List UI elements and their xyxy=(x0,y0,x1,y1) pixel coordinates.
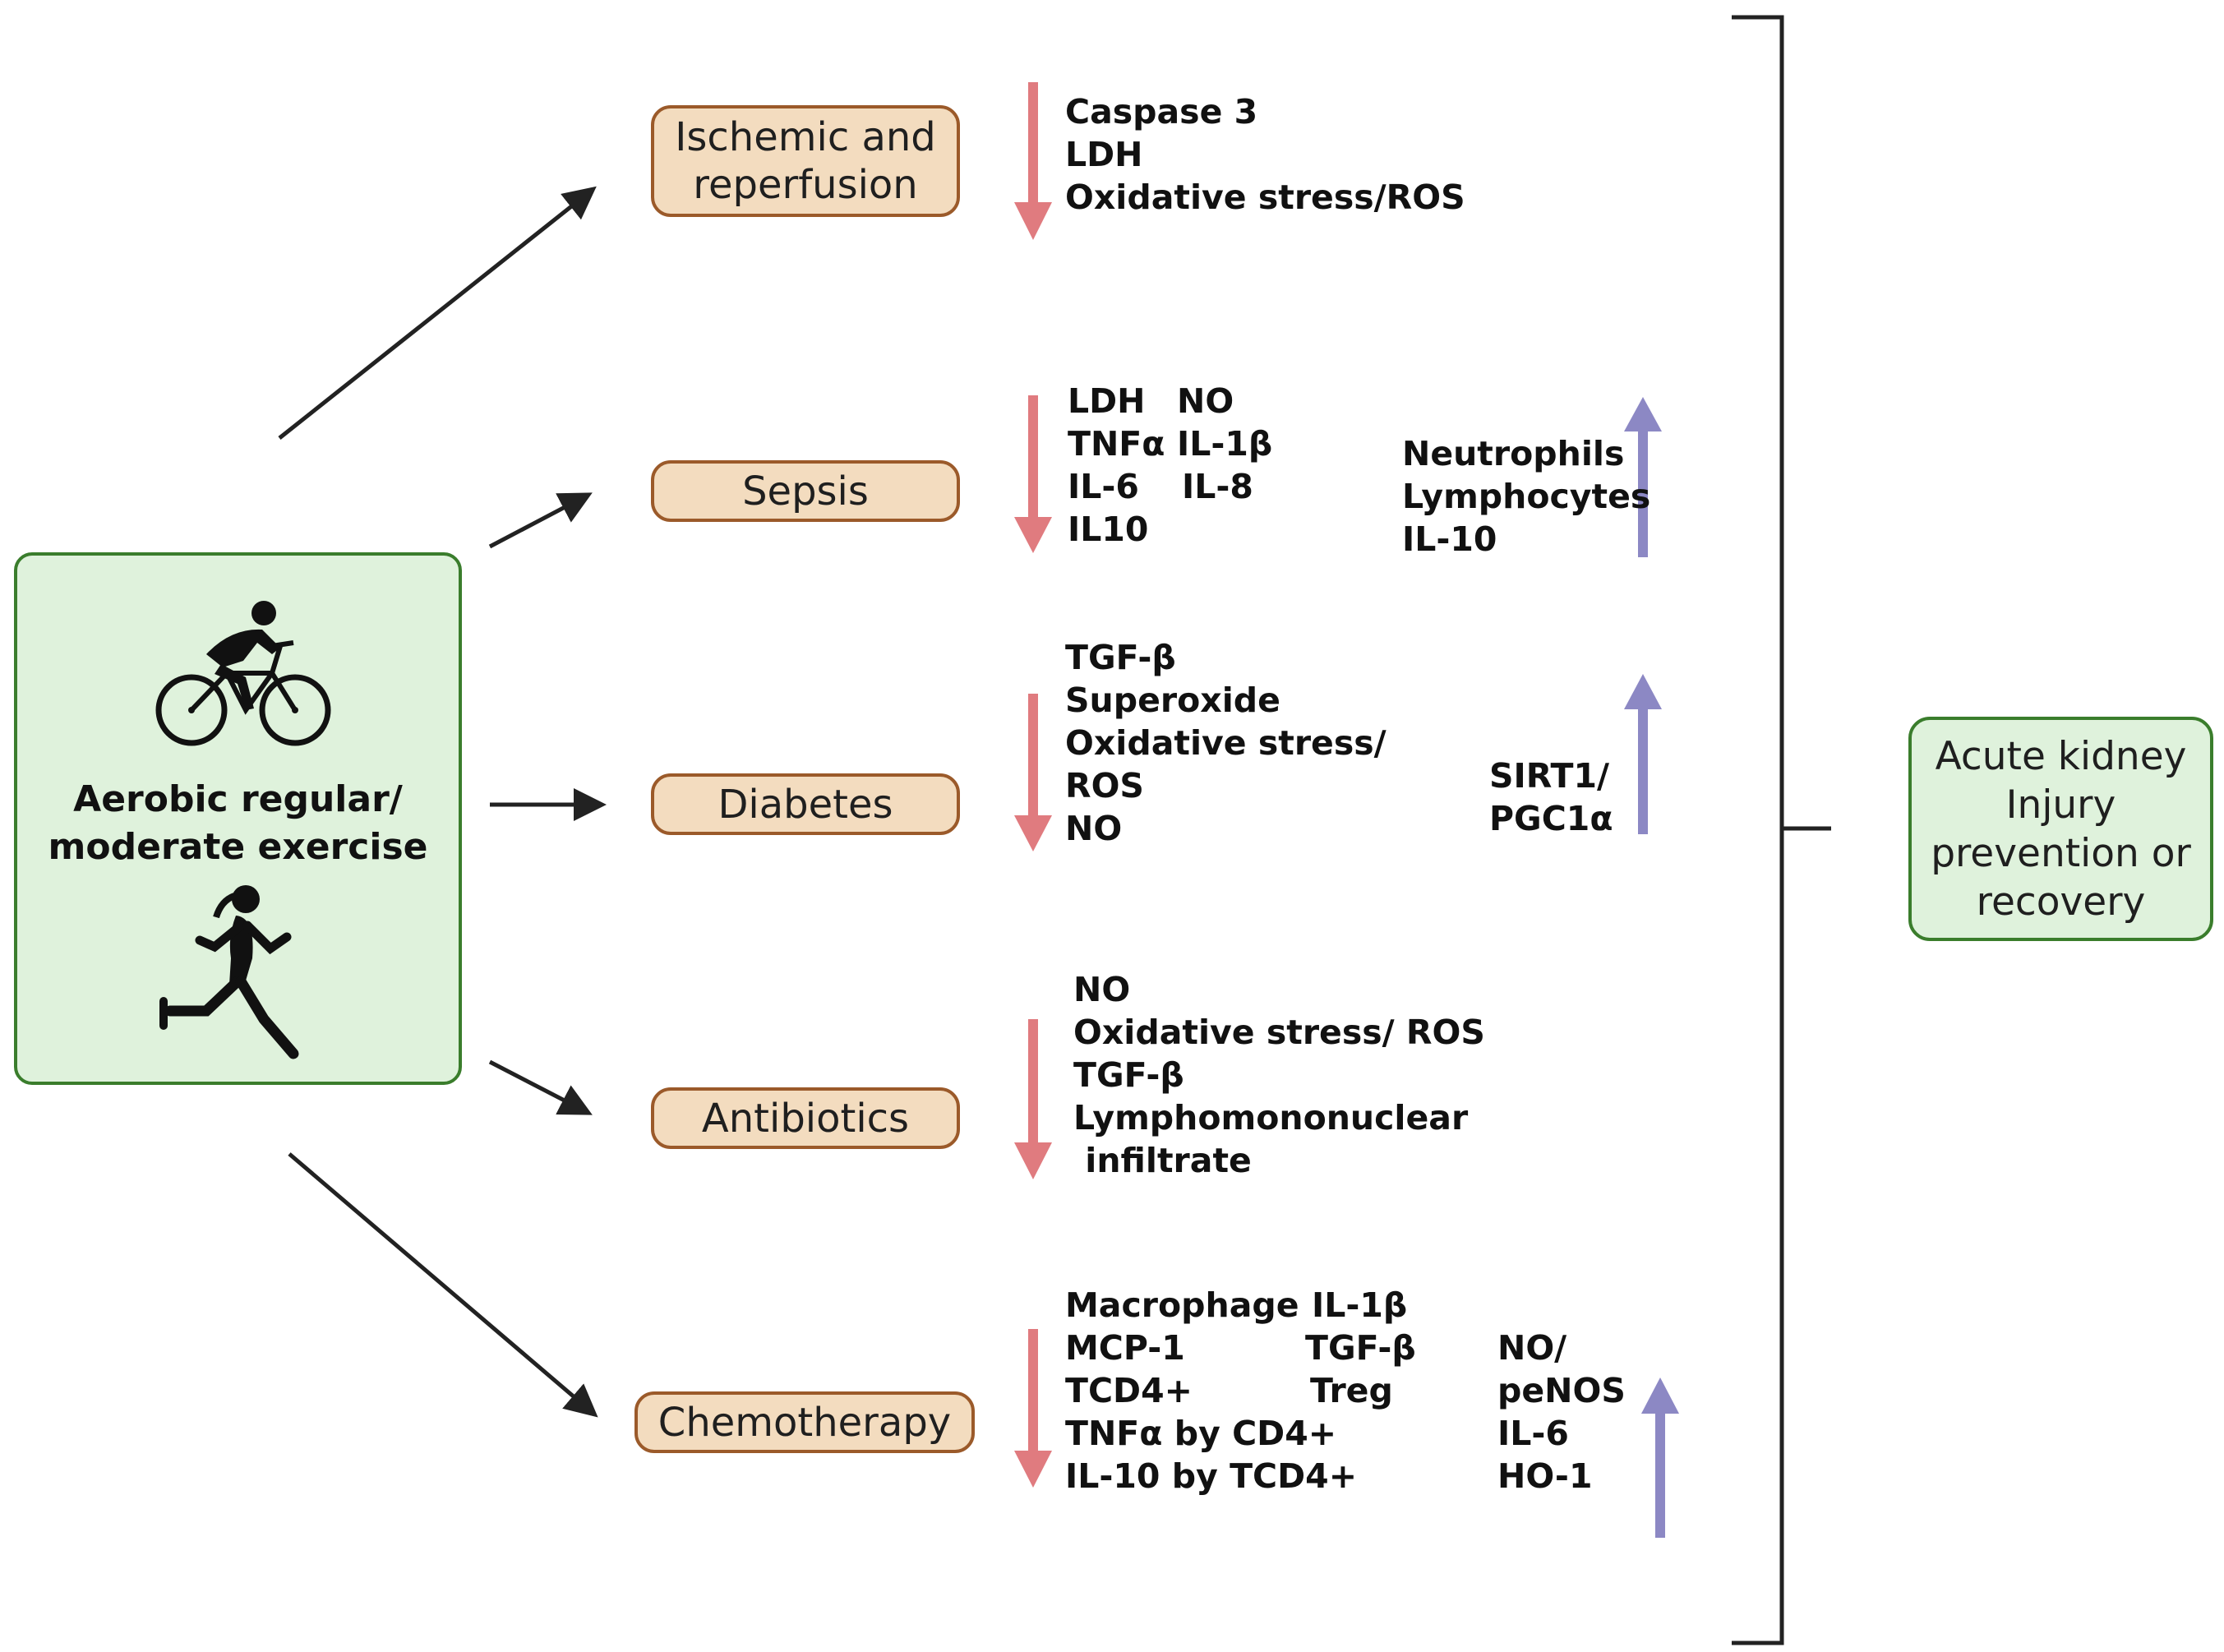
marker: MCP-1 xyxy=(1065,1328,1185,1368)
outcome-line1: Acute kidney xyxy=(1935,733,2187,779)
marker: Oxidative stress/ ROS xyxy=(1073,1013,1485,1052)
marker: Oxidative stress/ xyxy=(1065,723,1387,763)
marker: TNFα xyxy=(1068,424,1165,464)
marker: Neutrophils xyxy=(1402,434,1625,473)
marker: IL-1β xyxy=(1177,424,1273,464)
condition-label-line1: Ischemic and xyxy=(675,114,936,160)
marker: IL-10 xyxy=(1402,519,1497,559)
decreased-markers-sepsis-col2: NO IL-1β IL-8 xyxy=(1177,380,1272,508)
increase-arrow-sepsis xyxy=(1624,397,1662,557)
arrow-to-sepsis xyxy=(488,492,593,549)
marker: NO xyxy=(1177,381,1234,421)
arrow-to-antibiotics xyxy=(488,1059,593,1115)
marker: SIRT1/ xyxy=(1489,756,1609,796)
increase-arrow-chemotherapy xyxy=(1641,1377,1679,1538)
outcome-line2: Injury xyxy=(2005,782,2116,828)
marker: Caspase 3 xyxy=(1065,92,1258,132)
marker: IL-6 xyxy=(1497,1414,1569,1453)
decrease-arrow-sepsis xyxy=(1014,395,1052,553)
condition-label: Diabetes xyxy=(717,781,893,828)
decrease-arrow-diabetes xyxy=(1014,694,1052,851)
condition-label: Antibiotics xyxy=(701,1095,910,1142)
marker: ROS xyxy=(1065,766,1144,805)
decrease-arrow-chemotherapy xyxy=(1014,1329,1052,1488)
marker: Treg xyxy=(1310,1371,1393,1410)
decreased-markers-chemotherapy-col1: Macrophage MCP-1 TCD4+ TNFα by CD4+ IL-1… xyxy=(1065,1284,1357,1497)
marker: peNOS xyxy=(1497,1371,1626,1410)
marker: NO/ xyxy=(1497,1328,1567,1368)
condition-ischemic-reperfusion: Ischemic and reperfusion xyxy=(651,105,960,217)
marker: IL-6 xyxy=(1068,467,1139,506)
marker: TNFα by CD4+ xyxy=(1065,1414,1337,1453)
decrease-arrow-antibiotics xyxy=(1014,1019,1052,1179)
increase-arrow-diabetes xyxy=(1624,674,1662,834)
condition-diabetes: Diabetes xyxy=(651,773,960,835)
outcome-line4: recovery xyxy=(1976,879,2146,925)
marker: IL10 xyxy=(1068,510,1149,549)
runner-icon xyxy=(159,885,299,1059)
marker: IL-8 xyxy=(1182,467,1253,506)
arrow-to-ischemic xyxy=(278,186,597,440)
decreased-markers-ischemic: Caspase 3 LDH Oxidative stress/ROS xyxy=(1065,90,1465,219)
increased-markers-diabetes: SIRT1/ PGC1α xyxy=(1489,754,1613,840)
arrow-to-chemotherapy xyxy=(288,1152,598,1418)
decrease-arrow-ischemic xyxy=(1014,82,1052,240)
condition-label: Chemotherapy xyxy=(658,1399,952,1446)
marker: NO xyxy=(1073,970,1131,1009)
marker: LDH xyxy=(1065,135,1143,174)
marker: Superoxide xyxy=(1065,681,1280,720)
condition-label: Sepsis xyxy=(742,468,869,515)
marker: HO-1 xyxy=(1497,1456,1593,1496)
marker: LDH xyxy=(1068,381,1146,421)
marker: Macrophage xyxy=(1065,1285,1299,1325)
marker: PGC1α xyxy=(1489,799,1613,838)
outcome-line3: prevention or xyxy=(1931,830,2191,876)
marker: TGF-β xyxy=(1305,1328,1416,1368)
summary-bracket xyxy=(1732,15,1831,1645)
condition-antibiotics: Antibiotics xyxy=(651,1087,960,1149)
marker: NO xyxy=(1065,809,1123,848)
marker: Lymphocytes xyxy=(1402,477,1651,516)
marker: infiltrate xyxy=(1073,1141,1252,1180)
decreased-markers-chemotherapy-col2: IL-1β TGF-β Treg xyxy=(1305,1284,1416,1412)
condition-label-line2: reperfusion xyxy=(693,162,918,208)
marker: Oxidative stress/ROS xyxy=(1065,178,1465,217)
marker: IL-10 by TCD4+ xyxy=(1065,1456,1358,1496)
marker: IL-1β xyxy=(1312,1285,1408,1325)
cyclist-icon xyxy=(155,601,331,746)
exercise-label-line1: Aerobic regular/ xyxy=(73,778,403,820)
marker: TCD4+ xyxy=(1065,1371,1193,1410)
marker: TGF-β xyxy=(1073,1055,1184,1095)
decreased-markers-diabetes: TGF-β Superoxide Oxidative stress/ ROS N… xyxy=(1065,636,1387,850)
marker: TGF-β xyxy=(1065,638,1176,677)
outcome-box: Acute kidney Injury prevention or recove… xyxy=(1908,717,2213,941)
increased-markers-sepsis: Neutrophils Lymphocytes IL-10 xyxy=(1402,432,1650,561)
condition-sepsis: Sepsis xyxy=(651,460,960,522)
exercise-label: Aerobic regular/ moderate exercise xyxy=(17,776,459,871)
decreased-markers-antibiotics: NO Oxidative stress/ ROS TGF-β Lymphomon… xyxy=(1073,968,1485,1182)
increased-markers-chemotherapy: NO/ peNOS IL-6 HO-1 xyxy=(1497,1327,1626,1497)
exercise-label-line2: moderate exercise xyxy=(48,826,428,868)
decreased-markers-sepsis-col1: LDH TNFα IL-6 IL10 xyxy=(1068,380,1165,551)
condition-chemotherapy: Chemotherapy xyxy=(634,1391,975,1453)
marker: Lymphomononuclear xyxy=(1073,1098,1469,1137)
exercise-box: Aerobic regular/ moderate exercise xyxy=(14,552,462,1085)
